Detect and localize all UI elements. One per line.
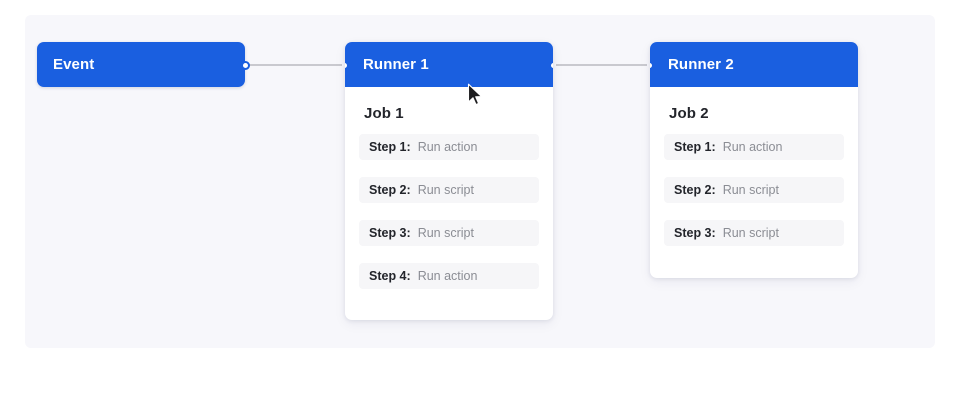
step-value: Run action bbox=[417, 269, 478, 283]
port-in-runner-1[interactable] bbox=[345, 61, 349, 70]
node-runner-1-header[interactable]: Runner 1 bbox=[345, 42, 553, 87]
step-row[interactable]: Step 1: Run action bbox=[359, 134, 539, 160]
port-out-event[interactable] bbox=[241, 61, 250, 70]
step-value: Run script bbox=[722, 226, 779, 240]
port-in-runner-2[interactable] bbox=[650, 61, 654, 70]
node-runner-1-body: Job 1 Step 1: Run action Step 2: Run scr… bbox=[345, 87, 553, 305]
node-runner-1-title: Runner 1 bbox=[363, 56, 429, 73]
node-event[interactable]: Event bbox=[37, 42, 250, 87]
node-runner-1[interactable]: Runner 1 Job 1 Step 1: Run action Step 2… bbox=[345, 42, 553, 320]
node-runner-2-body: Job 2 Step 1: Run action Step 2: Run scr… bbox=[650, 87, 858, 262]
port-out-runner-1[interactable] bbox=[549, 61, 553, 70]
step-label: Step 3: bbox=[674, 226, 716, 240]
step-label: Step 1: bbox=[369, 140, 411, 154]
step-row[interactable]: Step 3: Run script bbox=[664, 220, 844, 246]
step-row[interactable]: Step 2: Run script bbox=[664, 177, 844, 203]
step-row[interactable]: Step 4: Run action bbox=[359, 263, 539, 289]
step-value: Run script bbox=[417, 183, 474, 197]
step-row[interactable]: Step 3: Run script bbox=[359, 220, 539, 246]
step-list-1: Step 1: Run action Step 2: Run script St… bbox=[359, 134, 539, 289]
step-label: Step 3: bbox=[369, 226, 411, 240]
step-row[interactable]: Step 1: Run action bbox=[664, 134, 844, 160]
job-title-2: Job 2 bbox=[669, 105, 709, 122]
node-runner-2[interactable]: Runner 2 Job 2 Step 1: Run action Step 2… bbox=[650, 42, 858, 278]
step-value: Run script bbox=[722, 183, 779, 197]
node-runner-2-header[interactable]: Runner 2 bbox=[650, 42, 858, 87]
step-label: Step 2: bbox=[369, 183, 411, 197]
step-label: Step 1: bbox=[674, 140, 716, 154]
step-list-2: Step 1: Run action Step 2: Run script St… bbox=[664, 134, 844, 246]
step-value: Run script bbox=[417, 226, 474, 240]
step-value: Run action bbox=[722, 140, 783, 154]
node-event-title: Event bbox=[53, 56, 95, 73]
step-value: Run action bbox=[417, 140, 478, 154]
job-title-1: Job 1 bbox=[364, 105, 404, 122]
step-row[interactable]: Step 2: Run script bbox=[359, 177, 539, 203]
node-runner-2-title: Runner 2 bbox=[668, 56, 734, 73]
step-label: Step 4: bbox=[369, 269, 411, 283]
step-label: Step 2: bbox=[674, 183, 716, 197]
